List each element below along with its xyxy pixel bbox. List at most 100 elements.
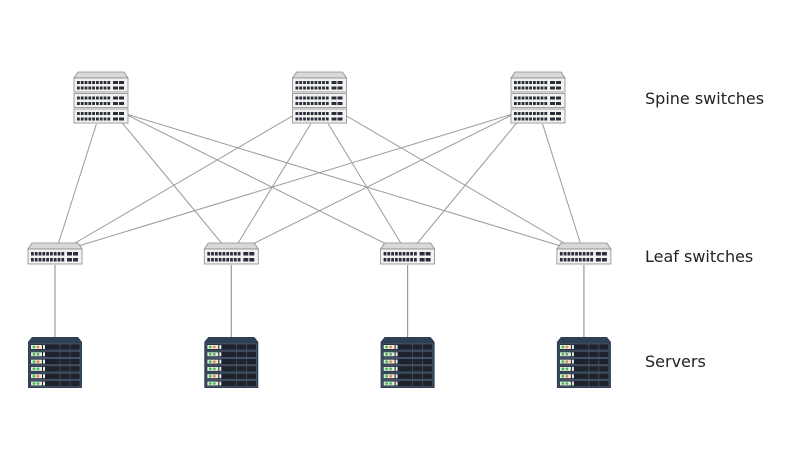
server-handle [395,374,398,379]
status-led [36,352,40,356]
status-led [389,374,392,378]
port [529,102,532,105]
port [233,258,237,262]
port [295,96,299,100]
port [536,117,540,121]
port [318,81,322,84]
port [99,86,103,90]
port [84,81,88,84]
port [211,252,214,256]
uplink-port [556,86,561,90]
status-led [208,352,212,356]
server-panel [559,359,571,364]
port [222,258,226,262]
port [567,258,571,262]
port [529,86,532,90]
port [299,86,303,90]
port [107,102,111,105]
servers-label: Servers [645,352,706,371]
port [563,258,567,262]
port [529,81,532,84]
uplink-port [550,96,555,100]
port [514,102,517,105]
port [96,96,99,100]
port [226,252,230,256]
port [529,112,532,115]
switch-top [73,71,129,79]
port [536,112,540,115]
port [395,252,398,256]
port [77,81,80,84]
status-led [389,345,392,349]
server-panel [31,352,42,357]
port [325,117,329,121]
port [559,252,563,256]
port [303,86,306,90]
port [533,86,536,90]
port [571,258,575,262]
port [103,112,107,115]
port [318,112,322,115]
server-rack [556,337,611,388]
port [322,86,325,90]
leaf-switch [27,242,83,265]
server-handle [571,359,574,364]
port [103,81,107,84]
status-led [561,352,565,356]
server-handle [571,352,574,357]
status-led [565,382,569,385]
port [84,86,88,90]
leaf-switch [556,242,612,265]
port [575,258,578,262]
server-panel [559,352,571,357]
server-panel [31,359,42,364]
port [310,112,314,115]
spine-leaf-link [341,112,571,248]
port [299,112,303,115]
switch-top [27,242,83,250]
leaf-switch [203,242,260,265]
server-unit [382,380,433,387]
port [514,96,517,100]
uplink-port [550,112,555,115]
uplink-port [243,258,249,262]
spine-leaf-link [56,123,97,248]
port [103,86,107,90]
switch-unit [203,248,259,265]
port [295,86,299,90]
port [536,86,540,90]
uplink-port [73,252,78,256]
port [533,81,536,84]
status-led [212,345,216,349]
status-led [36,360,40,363]
status-led [212,382,216,385]
status-led [36,382,40,385]
port [226,258,230,262]
server-unit [382,358,433,365]
server-handle [395,366,398,371]
port [544,96,548,100]
switch-top [203,242,260,250]
port [38,258,42,262]
port [103,102,107,105]
uplink-port [419,252,425,256]
port [391,252,394,256]
uplink-port [556,117,561,121]
spine-switches-label: Spine switches [645,89,765,108]
port [80,117,84,121]
port [96,81,99,84]
port [310,96,314,100]
server-unit [206,358,257,365]
port [61,258,65,262]
port [92,102,95,105]
port [80,112,84,115]
uplink-port [337,96,343,100]
port [525,117,529,121]
server-handle [571,381,574,386]
server-unit [558,372,610,380]
port [325,86,329,90]
server-handle [43,345,45,349]
status-led [389,360,392,363]
links [54,112,585,338]
